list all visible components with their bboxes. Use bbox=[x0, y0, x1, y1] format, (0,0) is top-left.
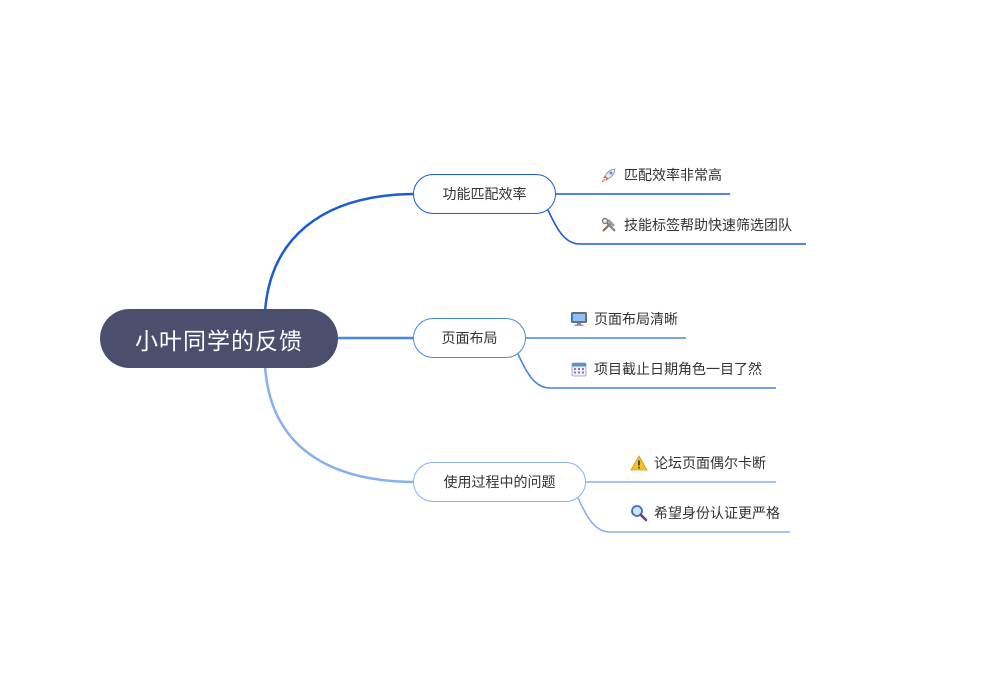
tools-icon bbox=[600, 216, 618, 234]
leaf-node[interactable]: 论坛页面偶尔卡断 bbox=[630, 453, 766, 473]
connector-branch-3-leaf-2 bbox=[577, 497, 790, 533]
branch-label: 使用过程中的问题 bbox=[443, 475, 556, 491]
leaf-label: 匹配效率非常高 bbox=[624, 168, 722, 184]
leaf-node[interactable]: 项目截止日期角色一目了然 bbox=[570, 359, 762, 379]
leaf-node[interactable]: 匹配效率非常高 bbox=[600, 165, 722, 185]
branch-node-layout[interactable]: 页面布局 bbox=[413, 318, 526, 358]
branch-node-issues[interactable]: 使用过程中的问题 bbox=[413, 462, 586, 502]
branch-label: 页面布局 bbox=[441, 331, 498, 347]
leaf-label: 希望身份认证更严格 bbox=[654, 506, 780, 522]
calendar-icon bbox=[570, 360, 588, 378]
branch-node-features[interactable]: 功能匹配效率 bbox=[413, 174, 556, 214]
leaf-node[interactable]: 页面布局清晰 bbox=[570, 309, 678, 329]
rocket-icon bbox=[600, 166, 618, 184]
leaf-label: 技能标签帮助快速筛选团队 bbox=[624, 218, 792, 234]
leaf-label: 论坛页面偶尔卡断 bbox=[654, 456, 766, 472]
connector-branch-1-leaf-2 bbox=[547, 209, 806, 245]
leaf-label: 页面布局清晰 bbox=[594, 312, 678, 328]
leaf-node[interactable]: 希望身份认证更严格 bbox=[630, 503, 780, 523]
root-node[interactable]: 小叶同学的反馈 bbox=[100, 309, 338, 368]
magnifier-icon bbox=[630, 504, 648, 522]
leaf-node[interactable]: 技能标签帮助快速筛选团队 bbox=[600, 215, 792, 235]
leaf-label: 项目截止日期角色一目了然 bbox=[594, 362, 762, 378]
connector-root-branch-1 bbox=[263, 192, 414, 313]
connector-branch-2-leaf-2 bbox=[517, 353, 776, 389]
warning-icon bbox=[630, 454, 648, 472]
root-label: 小叶同学的反馈 bbox=[135, 328, 303, 355]
connector-root-branch-3 bbox=[263, 365, 414, 484]
monitor-icon bbox=[570, 310, 588, 328]
branch-label: 功能匹配效率 bbox=[442, 187, 527, 203]
